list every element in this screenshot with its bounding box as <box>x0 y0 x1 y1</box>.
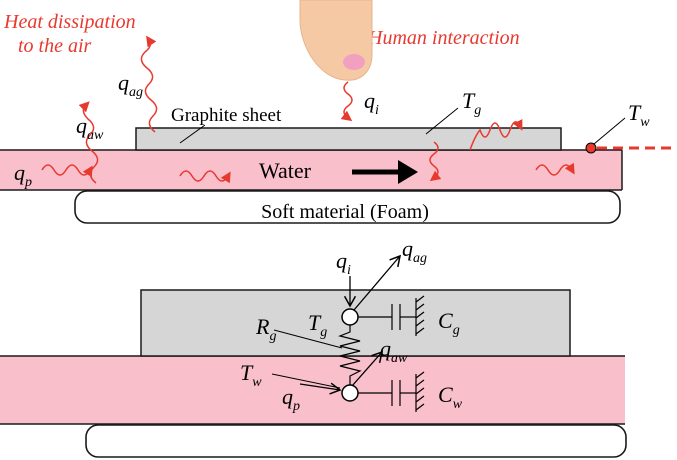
wave-qi <box>340 81 353 122</box>
label-rg-bottom: Rg <box>255 314 276 344</box>
label-qag-top: qag <box>118 70 143 100</box>
label-qp-top: qp <box>14 160 32 190</box>
rg-leader <box>273 329 343 349</box>
wave-graphite <box>469 118 523 151</box>
wave-water-1 <box>179 170 231 184</box>
node-tg <box>341 308 359 326</box>
wave-qaw <box>78 101 99 184</box>
arrow-qp <box>299 382 342 395</box>
finger-icon <box>299 0 373 81</box>
label-cg-bottom: Cg <box>438 308 460 338</box>
water-layer <box>0 150 622 190</box>
label-qaw-bottom: qaw <box>380 336 408 366</box>
graphite-label-leader <box>179 124 206 144</box>
label-tw-bottom: Tw <box>240 360 262 390</box>
label-tg-top: Tg <box>462 88 481 118</box>
tw-sensor-dot <box>585 142 597 154</box>
label-qi-top: qi <box>364 88 379 118</box>
top-cross-section: Soft material (Foam) Water Graphite shee… <box>0 0 677 224</box>
tg-leader <box>425 107 459 135</box>
tw-line <box>271 373 341 389</box>
foam-label: Soft material (Foam) <box>261 201 429 223</box>
capacitor-cw <box>358 371 425 412</box>
flow-arrow-head <box>398 160 418 184</box>
resistor-rg <box>338 325 362 385</box>
foam-layer <box>74 190 621 224</box>
capacitor-cg <box>358 295 425 336</box>
water-label: Water <box>259 158 312 183</box>
water-layer-bottom <box>0 356 625 424</box>
wave-qag <box>140 35 158 133</box>
label-qi-bottom: qi <box>336 248 351 278</box>
tw-leader <box>593 117 626 145</box>
arrow-qag <box>353 254 402 311</box>
node-tw <box>341 384 359 402</box>
foam-block <box>85 424 627 458</box>
graphite-sheet <box>135 127 562 151</box>
human-interaction-title: Human interaction <box>367 27 520 49</box>
arrow-qaw <box>351 350 384 387</box>
label-tw-top: Tw <box>628 100 650 130</box>
wave-qp <box>41 164 93 178</box>
label-cw-bottom: Cw <box>438 382 463 412</box>
bottom-thermal-circuit: qi qag Tg Cg Rg qaw Tw qp Cw <box>0 236 627 458</box>
wave-water-3 <box>535 162 575 176</box>
label-qp-bottom: qp <box>282 384 300 414</box>
heat-dissipation-title-2: to the air <box>18 35 92 57</box>
label-qaw-top: qaw <box>76 113 104 143</box>
label-tg-bottom: Tg <box>308 310 327 340</box>
heat-dissipation-title-1: Heat dissipation <box>3 11 136 33</box>
label-qag-bottom: qag <box>402 236 427 266</box>
wave-water-2 <box>429 141 442 182</box>
graphite-label: Graphite sheet <box>171 105 282 126</box>
heat-wave-arrows <box>41 35 575 184</box>
